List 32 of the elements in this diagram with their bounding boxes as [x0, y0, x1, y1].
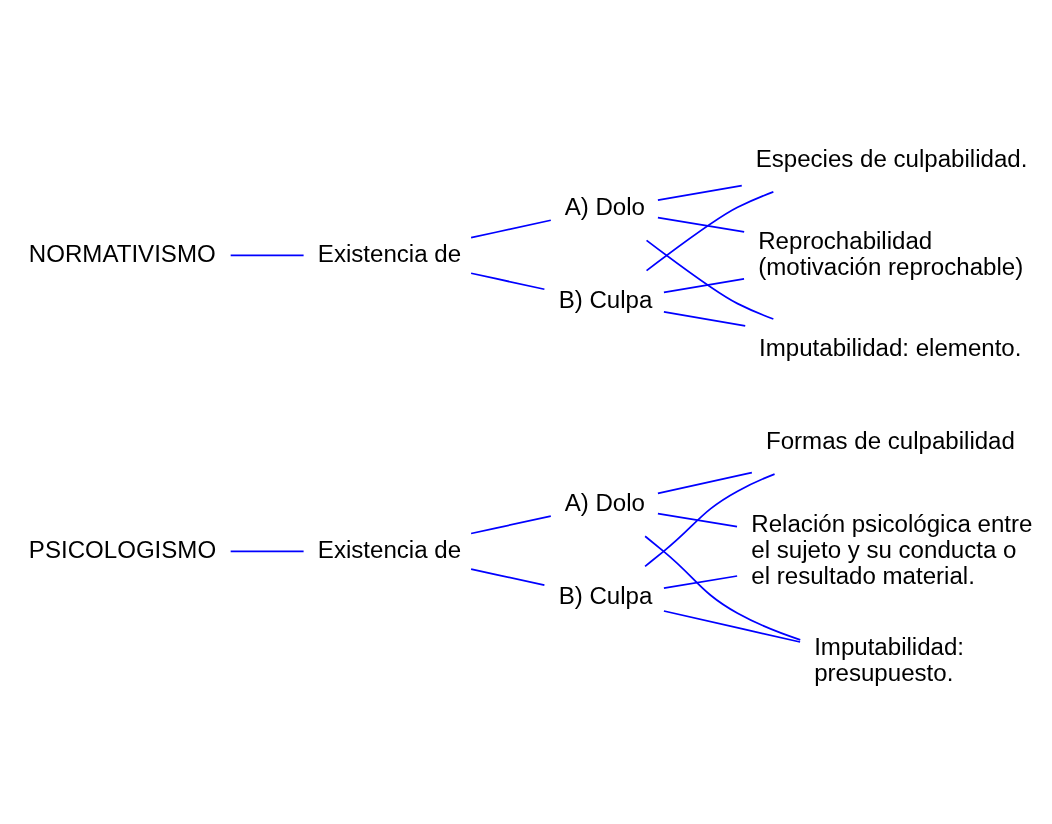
connector — [657, 512, 738, 528]
node-text: Formas de culpabilidad — [765, 427, 1015, 455]
connector — [645, 191, 775, 272]
connector — [657, 216, 745, 233]
node-text: B) Culpa — [558, 286, 653, 314]
node-text: Especies de culpabilidad. — [755, 145, 1028, 173]
node-text: A) Dolo — [564, 193, 645, 221]
connector — [645, 239, 775, 320]
connector — [663, 311, 747, 327]
connector — [229, 550, 305, 553]
connector — [470, 568, 546, 586]
connector — [663, 610, 801, 643]
node-text: B) Culpa — [558, 582, 653, 610]
node-text: Relación psicológica entre el sujeto y su conducta o el resultado material. — [751, 509, 1033, 589]
node-text: Reprochabilidad (motivación reprochable) — [758, 226, 1024, 280]
node-text: PSICOLOGISMO — [28, 535, 217, 563]
connector — [663, 575, 738, 590]
connector — [470, 515, 552, 535]
connector — [644, 535, 802, 641]
node-text: Existencia de — [317, 239, 462, 267]
node-text: Imputabilidad: elemento. — [759, 334, 1022, 362]
connector — [663, 278, 745, 294]
connector — [470, 219, 552, 239]
connector — [644, 473, 776, 568]
node-text: Imputabilidad: presupuesto. — [814, 632, 965, 686]
connector — [470, 272, 546, 291]
connector — [229, 254, 305, 257]
node-text: Existencia de — [317, 535, 462, 563]
node-text: A) Dolo — [564, 489, 645, 517]
node-text: NORMATIVISMO — [28, 239, 216, 267]
connector — [657, 184, 743, 201]
connector — [657, 471, 753, 495]
